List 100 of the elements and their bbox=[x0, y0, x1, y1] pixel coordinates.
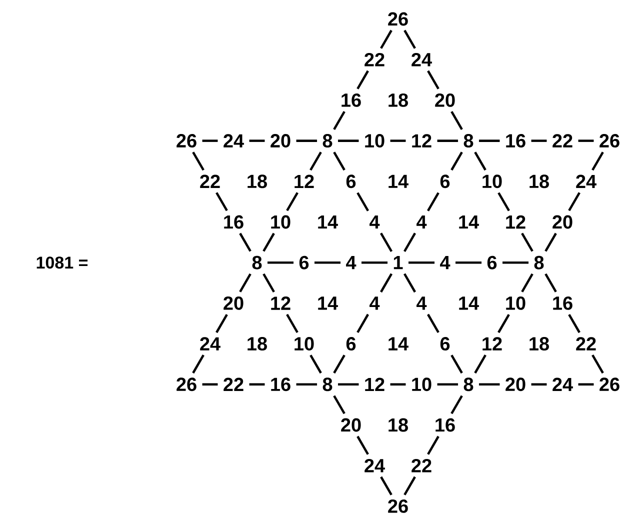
number: 22 bbox=[224, 378, 244, 392]
number: 24 bbox=[412, 52, 432, 66]
connector-line bbox=[262, 232, 275, 252]
number: 20 bbox=[506, 378, 526, 392]
connector-line bbox=[296, 140, 318, 142]
number: 18 bbox=[248, 337, 267, 351]
number: 24 bbox=[200, 337, 220, 350]
connector-line bbox=[502, 261, 529, 264]
connector-line bbox=[568, 192, 580, 212]
equation-label: 1081 = bbox=[36, 256, 88, 269]
number: 12 bbox=[365, 378, 384, 392]
connector-line bbox=[239, 273, 252, 292]
connector-line bbox=[450, 395, 463, 414]
number: 26 bbox=[176, 134, 196, 148]
number: 14 bbox=[388, 174, 408, 188]
number: 4 bbox=[346, 256, 356, 270]
connector-line bbox=[333, 111, 346, 130]
number: 22 bbox=[200, 174, 220, 188]
number: 8 bbox=[322, 378, 332, 392]
number: 16 bbox=[224, 215, 244, 229]
connector-line bbox=[333, 354, 346, 374]
number: 20 bbox=[552, 215, 572, 229]
connector-line bbox=[356, 314, 370, 333]
connector-line bbox=[408, 261, 435, 264]
connector-line bbox=[249, 383, 265, 386]
number: 22 bbox=[552, 134, 572, 148]
connector-line bbox=[310, 354, 322, 374]
number: 6 bbox=[299, 256, 309, 270]
connector-line bbox=[568, 314, 580, 334]
connector-line bbox=[450, 354, 463, 374]
connector-line bbox=[478, 383, 500, 386]
number: 4 bbox=[370, 215, 380, 229]
connector-line bbox=[286, 314, 298, 333]
number: 20 bbox=[341, 418, 361, 432]
number: 10 bbox=[412, 378, 432, 392]
connector-line bbox=[578, 140, 594, 142]
number: 16 bbox=[436, 418, 455, 432]
number: 26 bbox=[388, 12, 408, 26]
number: 4 bbox=[440, 256, 450, 270]
connector-line bbox=[450, 111, 463, 130]
number: 10 bbox=[506, 296, 526, 310]
connector-line bbox=[592, 152, 604, 171]
number: 22 bbox=[576, 337, 596, 350]
number: 14 bbox=[318, 215, 338, 229]
connector-line bbox=[578, 383, 594, 386]
number: 22 bbox=[412, 458, 432, 472]
number: 12 bbox=[271, 296, 290, 310]
number: 6 bbox=[440, 337, 450, 351]
number: 8 bbox=[322, 134, 332, 148]
connector-line bbox=[380, 30, 392, 49]
number: 8 bbox=[464, 378, 474, 392]
connector-line bbox=[498, 314, 510, 334]
number: 10 bbox=[271, 215, 290, 229]
number: 18 bbox=[530, 174, 549, 188]
number: 6 bbox=[487, 256, 497, 270]
number: 18 bbox=[530, 337, 549, 351]
number: 18 bbox=[388, 93, 408, 107]
connector-line bbox=[521, 273, 534, 292]
number: 1 bbox=[394, 256, 403, 270]
connector-line bbox=[427, 436, 440, 455]
connector-line bbox=[498, 192, 510, 212]
connector-line bbox=[404, 273, 416, 293]
connector-line bbox=[474, 354, 486, 374]
connector-line bbox=[531, 383, 547, 386]
number: 8 bbox=[252, 256, 262, 270]
connector-line bbox=[286, 192, 298, 212]
number: 12 bbox=[412, 134, 432, 148]
connector-line bbox=[427, 70, 440, 90]
number: 24 bbox=[224, 134, 244, 148]
number: 16 bbox=[342, 93, 361, 107]
number: 26 bbox=[176, 378, 196, 392]
connector-line bbox=[356, 192, 370, 212]
connector-line bbox=[333, 395, 346, 414]
number: 20 bbox=[270, 134, 290, 148]
number: 26 bbox=[600, 378, 620, 392]
connector-line bbox=[192, 354, 204, 374]
connector-line bbox=[310, 152, 322, 171]
connector-line bbox=[239, 232, 252, 252]
number: 14 bbox=[388, 337, 408, 350]
connector-line bbox=[456, 261, 482, 264]
connector-line bbox=[544, 273, 557, 292]
connector-line bbox=[380, 232, 393, 252]
connector-line bbox=[262, 273, 275, 292]
connector-line bbox=[427, 192, 440, 212]
number: 26 bbox=[388, 499, 408, 513]
connector-line bbox=[296, 383, 318, 386]
number: 18 bbox=[248, 174, 267, 188]
number: 20 bbox=[435, 93, 455, 107]
number: 20 bbox=[224, 296, 244, 310]
connector-line bbox=[544, 232, 557, 252]
connector-line bbox=[450, 152, 463, 171]
number: 14 bbox=[459, 296, 479, 310]
number: 14 bbox=[318, 296, 338, 310]
connector-line bbox=[361, 261, 388, 264]
number: 22 bbox=[364, 52, 384, 66]
number: 24 bbox=[552, 378, 573, 392]
connector-line bbox=[404, 232, 416, 252]
number: 12 bbox=[506, 215, 526, 229]
connector-line bbox=[437, 140, 458, 142]
connector-line bbox=[314, 261, 341, 264]
